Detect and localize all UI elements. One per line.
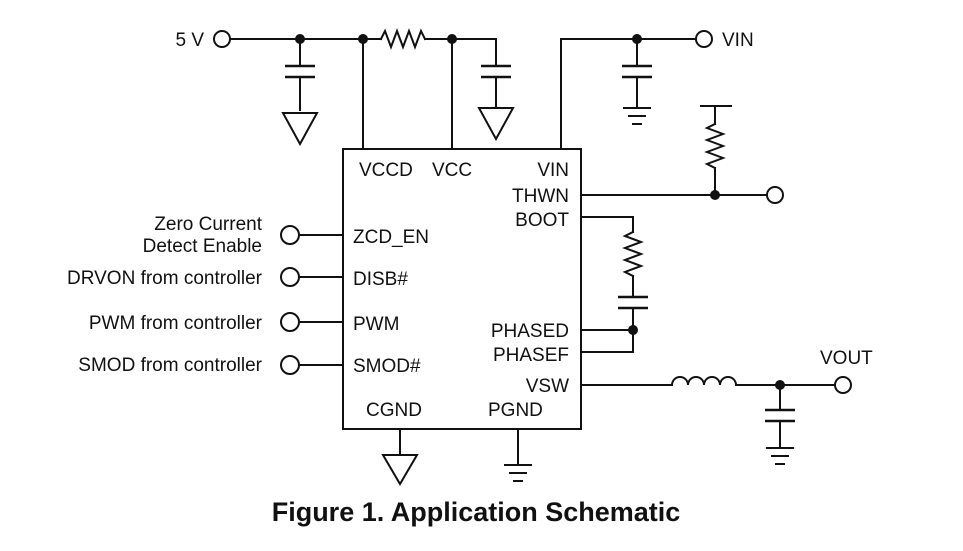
pin-smod: SMOD# (353, 356, 421, 377)
input-zcd (280, 225, 344, 245)
pin-vsw: VSW (526, 376, 569, 397)
label-vin: VIN (722, 30, 754, 51)
terminal-smod (280, 355, 300, 375)
label-zcd-line1: Zero Current (154, 214, 262, 235)
pin-vcc: VCC (432, 160, 472, 181)
terminal-vin (695, 30, 713, 48)
capacitor-vout (765, 384, 795, 465)
vsw-output-net (580, 376, 852, 465)
pin-vin: VIN (537, 160, 569, 181)
ground-triangle-icon (477, 107, 515, 142)
cgnd-net (381, 428, 419, 486)
pin-thwn: THWN (512, 186, 569, 207)
label-pwm: PWM from controller (89, 313, 263, 334)
pgnd-net (504, 428, 532, 482)
inductor-output (670, 376, 738, 387)
label-5v: 5 V (175, 30, 204, 51)
input-drvon (280, 267, 344, 287)
thwn-net (580, 105, 784, 204)
pin-pgnd: PGND (488, 400, 543, 421)
power-ground-icon (623, 107, 651, 125)
resistor-boot (622, 230, 644, 278)
power-ground-icon (504, 464, 532, 482)
label-zcd-line2: Detect Enable (143, 236, 262, 257)
ground-triangle-icon (281, 112, 319, 147)
pin-pwm: PWM (353, 314, 399, 335)
pin-zcd-en: ZCD_EN (353, 227, 429, 248)
capacitor-vin (622, 38, 652, 125)
label-drvon: DRVON from controller (67, 268, 263, 289)
boot-net (580, 216, 648, 353)
vin-net (560, 30, 713, 150)
pin-cgnd: CGND (366, 400, 422, 421)
power-ground-icon (766, 447, 794, 465)
terminal-zcd (280, 225, 300, 245)
driver-ic-body (342, 148, 582, 430)
supply-5v-net (213, 28, 515, 150)
terminal-vout (834, 376, 852, 394)
pin-disb: DISB# (353, 269, 408, 290)
resistor-thwn-pullup (704, 122, 726, 170)
pin-vccd: VCCD (359, 160, 413, 181)
label-vout: VOUT (820, 348, 873, 369)
input-smod (280, 355, 344, 375)
figure-caption: Figure 1. Application Schematic (272, 497, 681, 527)
pin-phased: PHASED (491, 321, 569, 342)
capacitor-5v (281, 38, 319, 147)
ground-triangle-icon (381, 454, 419, 486)
label-smod: SMOD from controller (78, 355, 262, 376)
terminal-pwm (280, 312, 300, 332)
capacitor-vcc (477, 38, 515, 142)
resistor-vcc-filter (379, 28, 427, 50)
pin-phasef: PHASEF (493, 345, 569, 366)
terminal-thwn (766, 186, 784, 204)
terminal-5v (213, 30, 231, 48)
pin-boot: BOOT (515, 210, 569, 231)
input-pwm (280, 312, 344, 332)
terminal-drvon (280, 267, 300, 287)
